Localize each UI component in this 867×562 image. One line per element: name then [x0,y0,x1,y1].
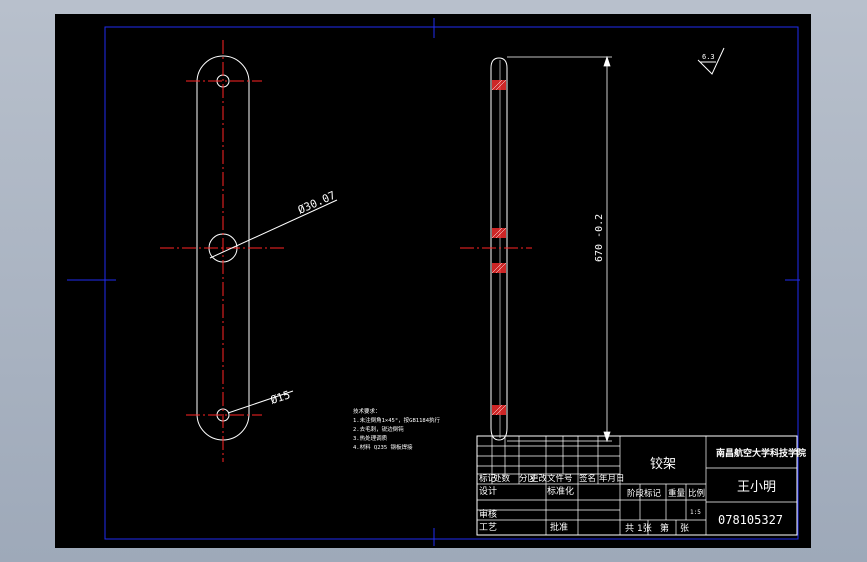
diameter-leader [209,199,338,259]
note-heading: 技术要求： [353,407,381,415]
header-signature: 签名 [579,473,596,484]
note-4: 4.材料 Q235 钢板焊接 [353,443,413,451]
header-mark: 标记 [479,473,497,484]
weight-header: 重量 [668,488,686,499]
designer-name: 王小明 [737,480,776,495]
row-check: 审核 [479,508,497,520]
scale-value: 1:5 [690,509,701,516]
side-outline [490,57,508,441]
hatch-lines [491,79,507,416]
drawing-number: 078105327 [718,513,783,527]
surface-finish-value: 6.3 [702,53,715,61]
header-count: 处数 [493,473,511,484]
small-hole-diameter-label: Ø15 [269,388,292,407]
row-standard: 标准化 [547,485,574,497]
header-zone: 分区 [519,474,537,484]
front-centerlines [160,40,286,462]
header-change-doc: 更改文件号 [530,473,573,484]
plate-outline [196,55,250,441]
sheets-count: 1张 [637,523,652,534]
sheets-total-label: 共 [625,523,634,534]
header-date: 年月日 [599,473,625,484]
length-label: 670 -0.2 [594,214,605,262]
row-approve: 批准 [550,521,568,533]
surface-finish-symbol: 6.3 [697,47,725,75]
sheet-number-label: 第 [660,522,669,534]
note-1: 1.未注倒角1×45°，按GB1184执行 [353,416,441,424]
note-2: 2.去毛刺，锐边倒钝 [353,425,404,433]
hatch-sections [492,80,506,415]
front-view: Ø30.07 Ø15 [160,40,338,462]
sheet-unit-label: 张 [680,523,689,534]
small-diameter-leader [227,390,294,414]
part-name: 铰架 [650,457,676,472]
scale-header: 比例 [688,488,705,499]
row-design: 设计 [479,485,497,497]
drawing-sheet [55,14,811,548]
title-block-grid [477,436,797,535]
title-block: 标记 处数 分区 更改文件号 签名 年月日 设计 标准化 审核 工艺 批准 铰架… [476,435,806,536]
stage-mark-header: 阶段标记 [627,488,662,499]
note-3: 3.热处理调质 [353,434,388,442]
technical-notes: 技术要求： 1.未注倒角1×45°，按GB1184执行 2.去毛刺，锐边倒钝 3… [353,407,441,451]
row-process: 工艺 [479,522,497,533]
school-name: 南昌航空大学科技学院 [716,447,806,459]
drawing-frame [67,18,800,546]
